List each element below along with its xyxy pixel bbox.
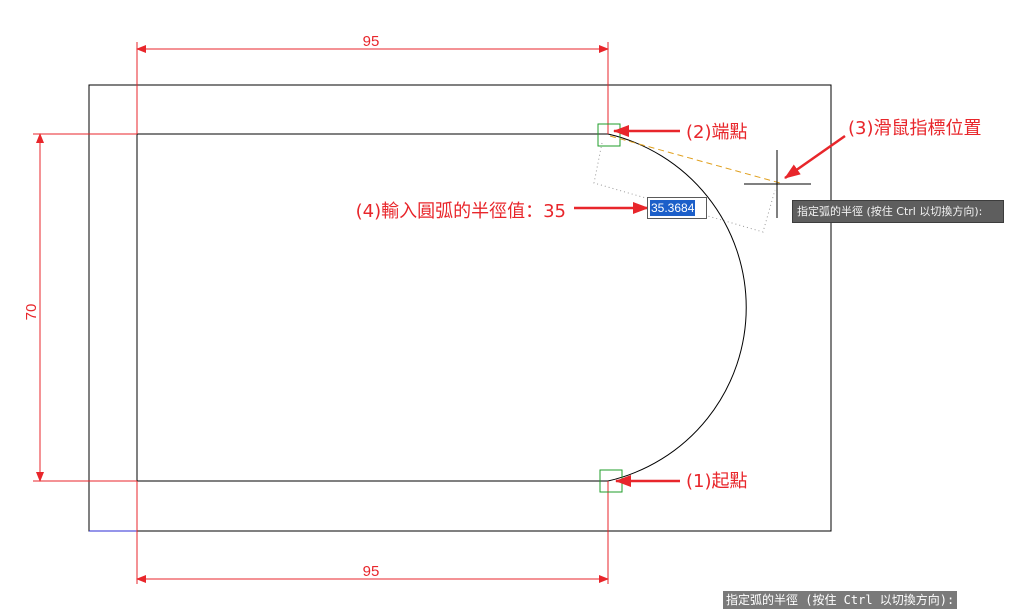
dynamic-input-tooltip: 指定弧的半徑 (按住 Ctrl 以切換方向): xyxy=(792,200,1004,223)
annotation-cursor-position: (3)滑鼠指標位置 xyxy=(848,118,982,139)
dynamic-input-value: 35.3684 xyxy=(650,200,696,216)
crosshair-cursor xyxy=(744,150,811,218)
annotation-input-radius: (4)輸入圓弧的半徑值：35 xyxy=(356,201,566,222)
annotation-arrow-cursor xyxy=(784,134,846,180)
dim-top-value: 95 xyxy=(363,33,380,50)
dynamic-input-field[interactable]: 35.3684 xyxy=(647,197,707,219)
outer-border-rect xyxy=(88,84,832,532)
dim-left-value: 70 xyxy=(23,304,40,321)
arc-preview xyxy=(607,133,747,482)
command-line-prompt: 指定弧的半徑 (按住 Ctrl 以切換方向): xyxy=(723,591,958,609)
dim-bottom-value: 95 xyxy=(363,563,380,580)
annotation-end-point: (2)端點 xyxy=(686,122,748,143)
endpoint-osnap-marker xyxy=(597,123,621,147)
annotation-start-point: (1)起點 xyxy=(686,471,748,492)
